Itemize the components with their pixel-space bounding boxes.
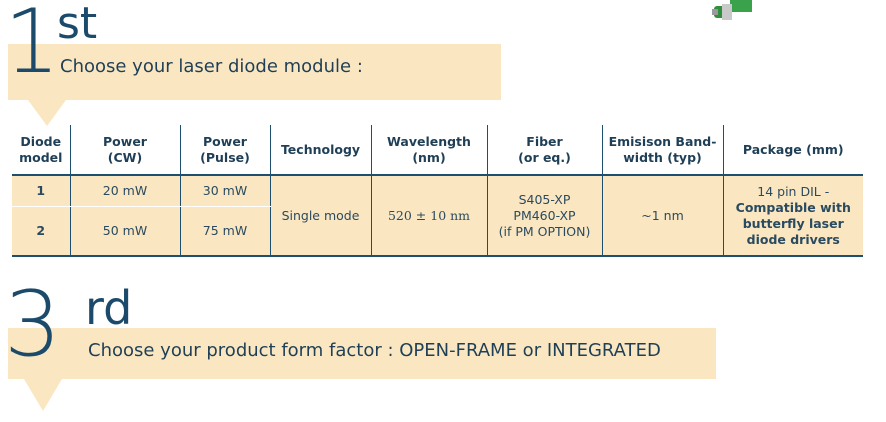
cell-package: 14 pin DIL - Compatible with butterfly l… (722, 175, 863, 256)
step1-title: Choose your laser diode module : (60, 56, 363, 77)
header-wavelength: Wavelength(nm) (370, 125, 487, 176)
header-bandwidth: Emisison Band-width (typ) (601, 125, 723, 176)
cell-wavelength: 520 ± 10 nm (370, 175, 487, 256)
header-technology: Technology (269, 125, 371, 176)
step3-title: Choose your product form factor : OPEN-F… (88, 340, 661, 361)
table-row: 1 20 mW 30 mW Single mode 520 ± 10 nm S4… (12, 175, 863, 256)
cell-bandwidth: ~1 nm (601, 175, 723, 256)
cell-fiber: S405-XP PM460-XP (if PM OPTION) (486, 175, 602, 256)
cell-power-cw: 20 mW (69, 175, 180, 207)
step3-pointer (24, 379, 62, 411)
fiber-connector-icon (712, 0, 752, 20)
step3-number: 3 (4, 272, 62, 377)
cell-power-pulse: 75 mW (179, 206, 270, 256)
header-power-pulse: Power(Pulse) (179, 125, 270, 176)
header-power-cw: Power(CW) (69, 125, 180, 176)
cell-technology: Single mode (269, 175, 371, 256)
header-fiber: Fiber(or eq.) (486, 125, 602, 176)
step1-suffix: st (57, 0, 98, 49)
cell-power-pulse: 30 mW (179, 175, 270, 207)
step3-suffix: rd (85, 281, 133, 335)
step1-banner (8, 44, 501, 100)
step1-number: 1 (4, 0, 60, 93)
step3-banner (8, 328, 716, 379)
header-package: Package (mm) (722, 125, 863, 176)
cell-power-cw: 50 mW (69, 206, 180, 256)
cell-model: 2 (12, 206, 70, 256)
cell-model: 1 (12, 175, 70, 207)
table-row: 2 50 mW 75 mW (12, 206, 863, 256)
step1-pointer (28, 100, 66, 126)
